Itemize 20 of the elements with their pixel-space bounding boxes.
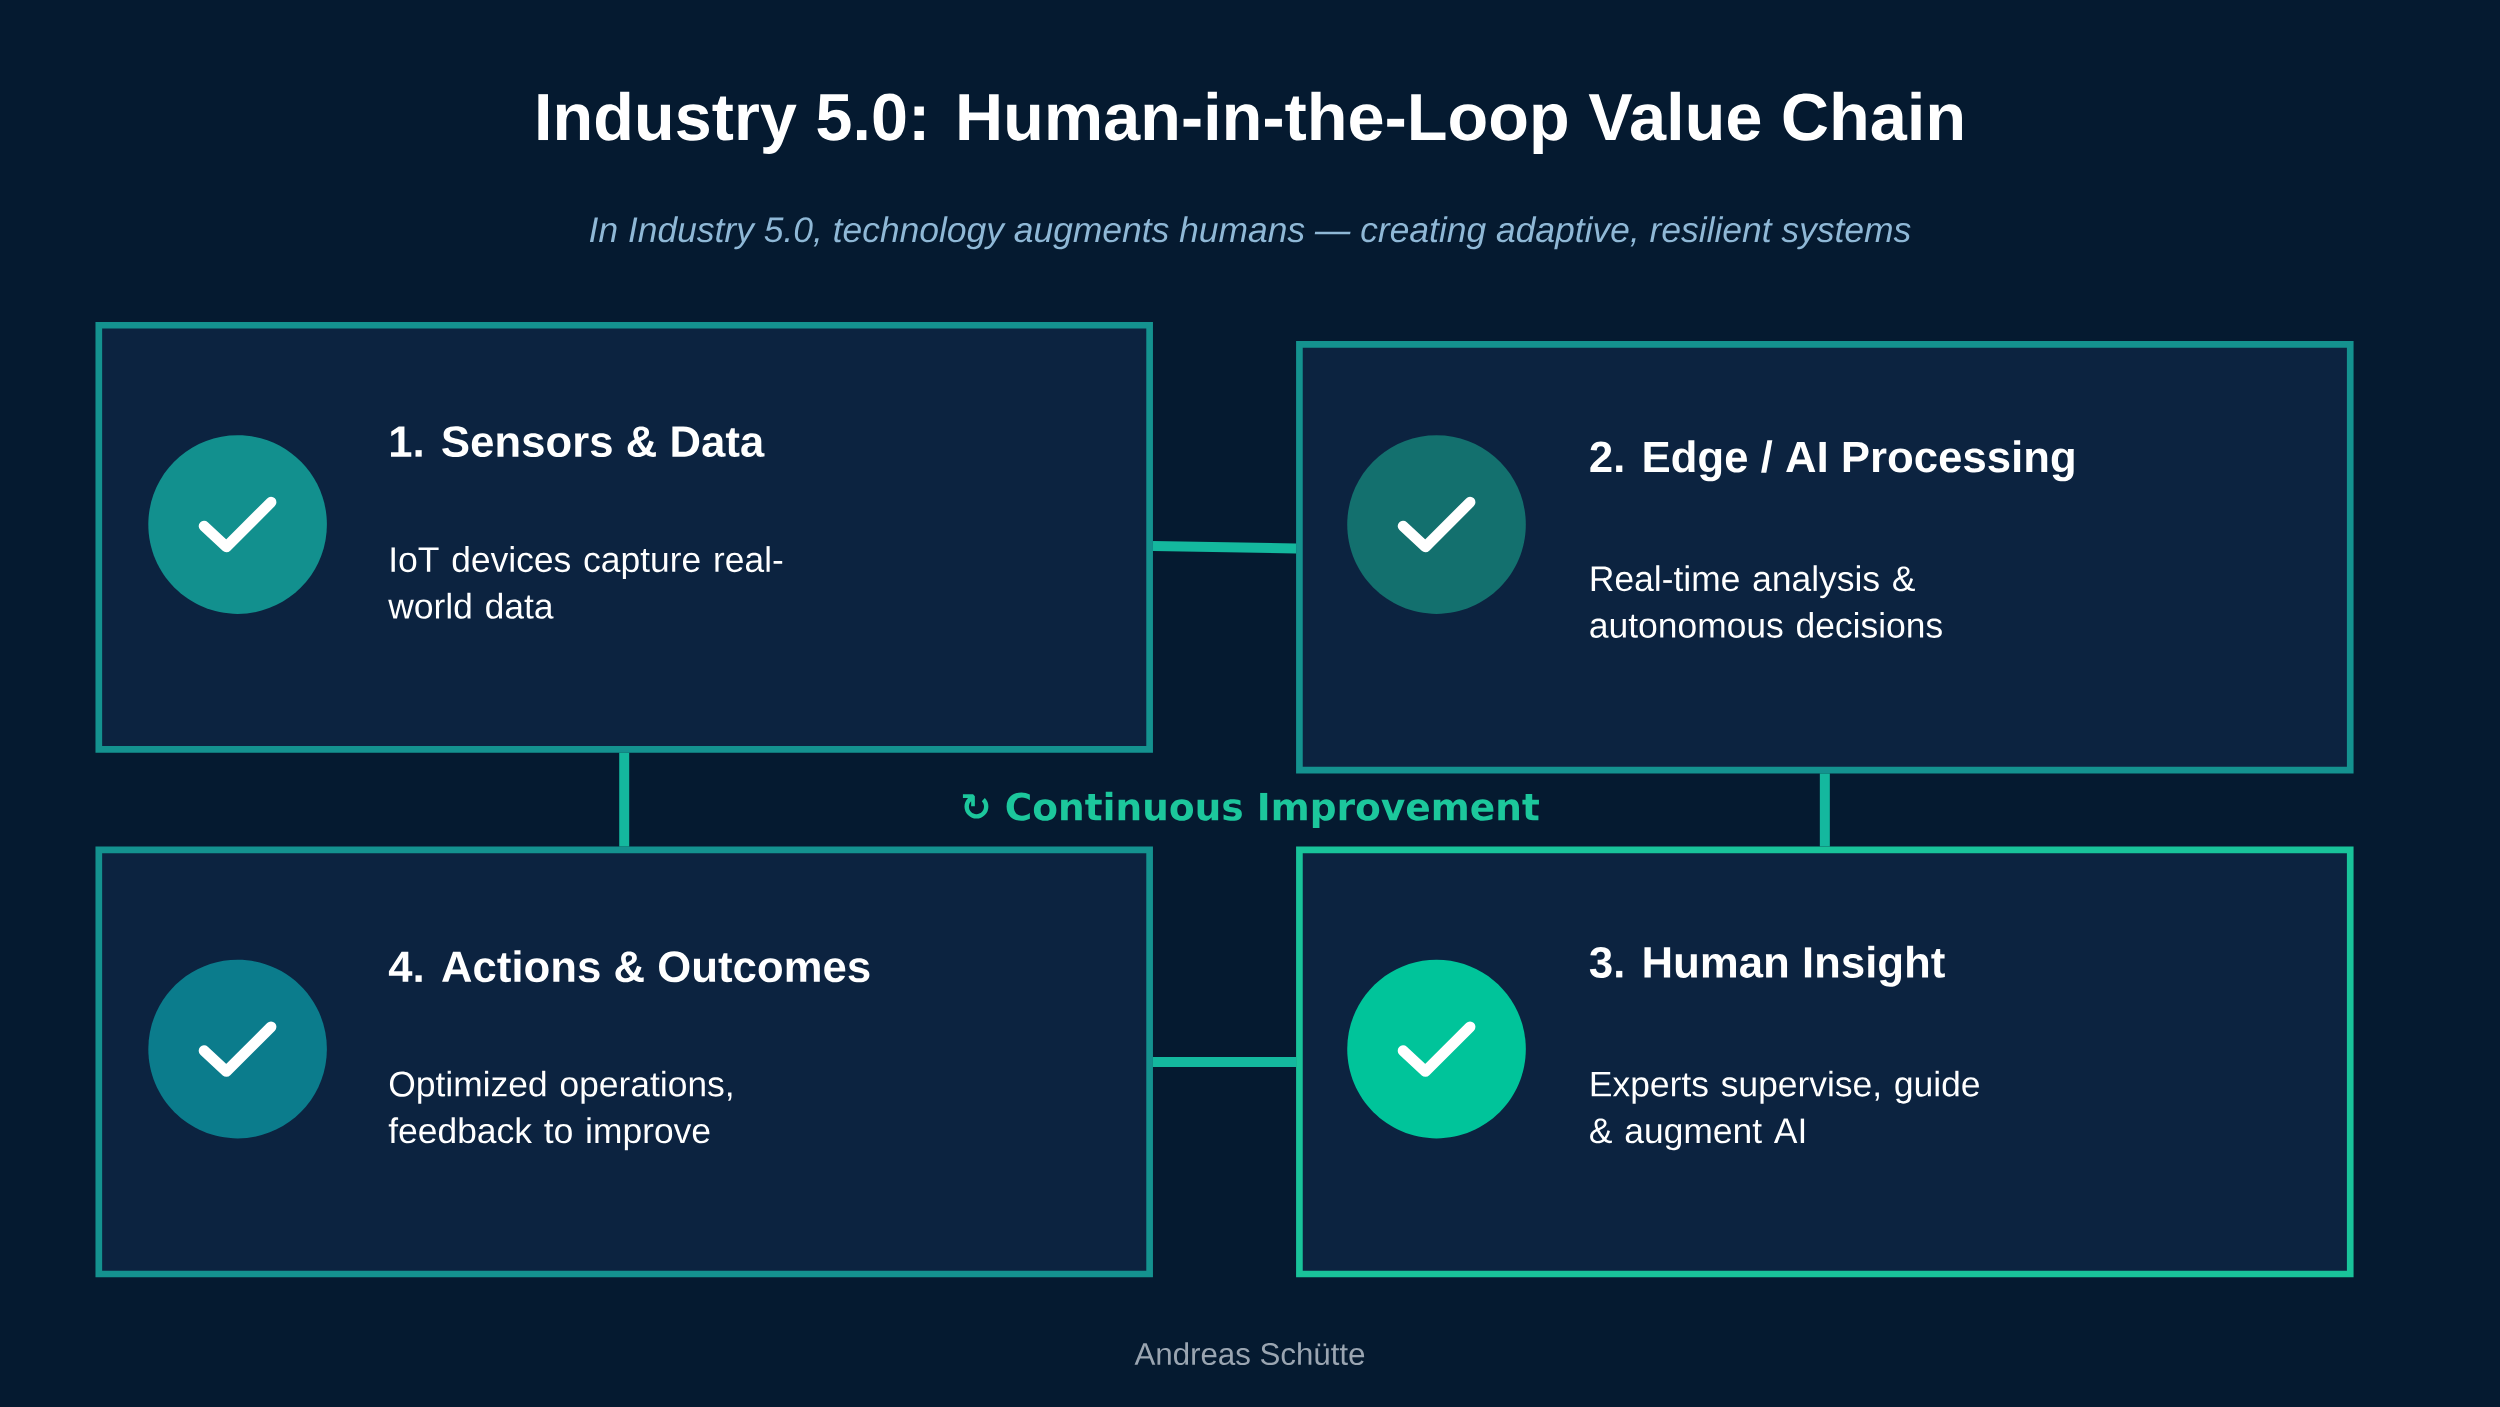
process-box [95,321,1153,753]
box-description: Optimized operations, feedback to improve [388,1070,732,1151]
box-heading: 2. Edge / AI Processing [1590,440,2074,482]
process-box [1296,846,2354,1278]
connector [1152,541,1297,554]
connector [1152,1056,1297,1067]
connector [619,752,630,847]
subtitle: In Industry 5.0, technology augments humans — creating adaptive, resilient systems [589,216,1911,250]
box-description: Experts supervise, guide & augment AI [1590,1070,1979,1151]
connector [1819,773,1830,847]
box-description: Real-time analysis & autonomous decisions [1590,565,1942,638]
process-box [95,846,1153,1278]
box-heading: 1. Sensors & Data [391,426,765,458]
continuous-improvement-label: ↻ Continuous Improvement [962,791,1539,829]
process-box [1296,340,2354,774]
footer-credit: Andreas Schütte [1134,1342,1365,1366]
title: Industry 5.0: Human-in-the-Loop Value Chain [538,91,1962,154]
box-heading: 4. Actions & Outcomes [388,950,870,983]
box-description: IoT devices capture real-world data [388,546,783,619]
box-heading: 3. Human Insight [1589,945,1945,987]
